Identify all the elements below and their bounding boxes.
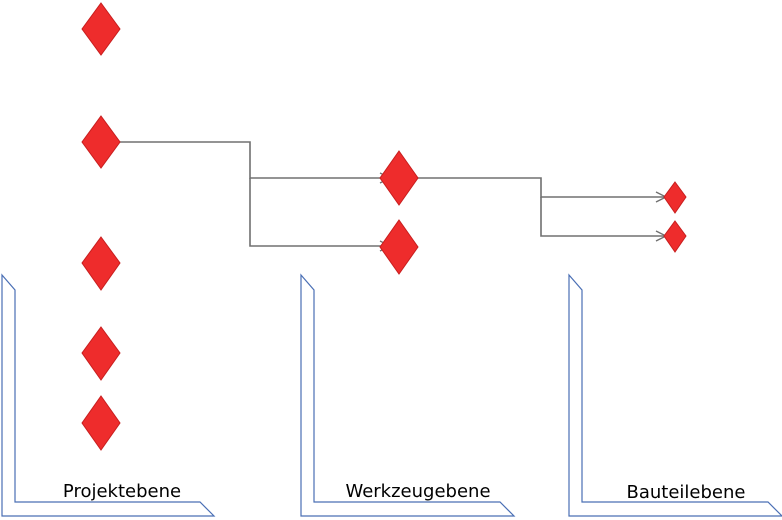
level-frame-projekt bbox=[1, 273, 216, 517]
connector-projekt-to-werkzeug-1 bbox=[120, 141, 390, 178]
level-label-bauteil: Bauteilebene bbox=[627, 482, 746, 503]
project-node-5 bbox=[81, 395, 121, 451]
tool-node-2 bbox=[379, 219, 419, 275]
project-node-1 bbox=[81, 2, 121, 56]
level-frame-bauteil bbox=[568, 273, 782, 517]
project-node-3 bbox=[81, 236, 121, 291]
level-frame-werkzeug bbox=[300, 273, 516, 517]
connector-werkzeug-to-bauteil-2 bbox=[540, 197, 666, 236]
level-label-projekt: Projektebene bbox=[63, 481, 181, 502]
connector-werkzeug-to-bauteil-1 bbox=[418, 177, 666, 197]
component-node-1 bbox=[663, 181, 687, 214]
project-node-4 bbox=[81, 326, 121, 381]
connector-projekt-to-werkzeug-2 bbox=[249, 178, 390, 246]
project-node-2 bbox=[81, 115, 121, 169]
component-node-2 bbox=[663, 220, 687, 253]
tool-node-1 bbox=[379, 150, 419, 206]
level-label-werkzeug: Werkzeugebene bbox=[345, 481, 490, 502]
